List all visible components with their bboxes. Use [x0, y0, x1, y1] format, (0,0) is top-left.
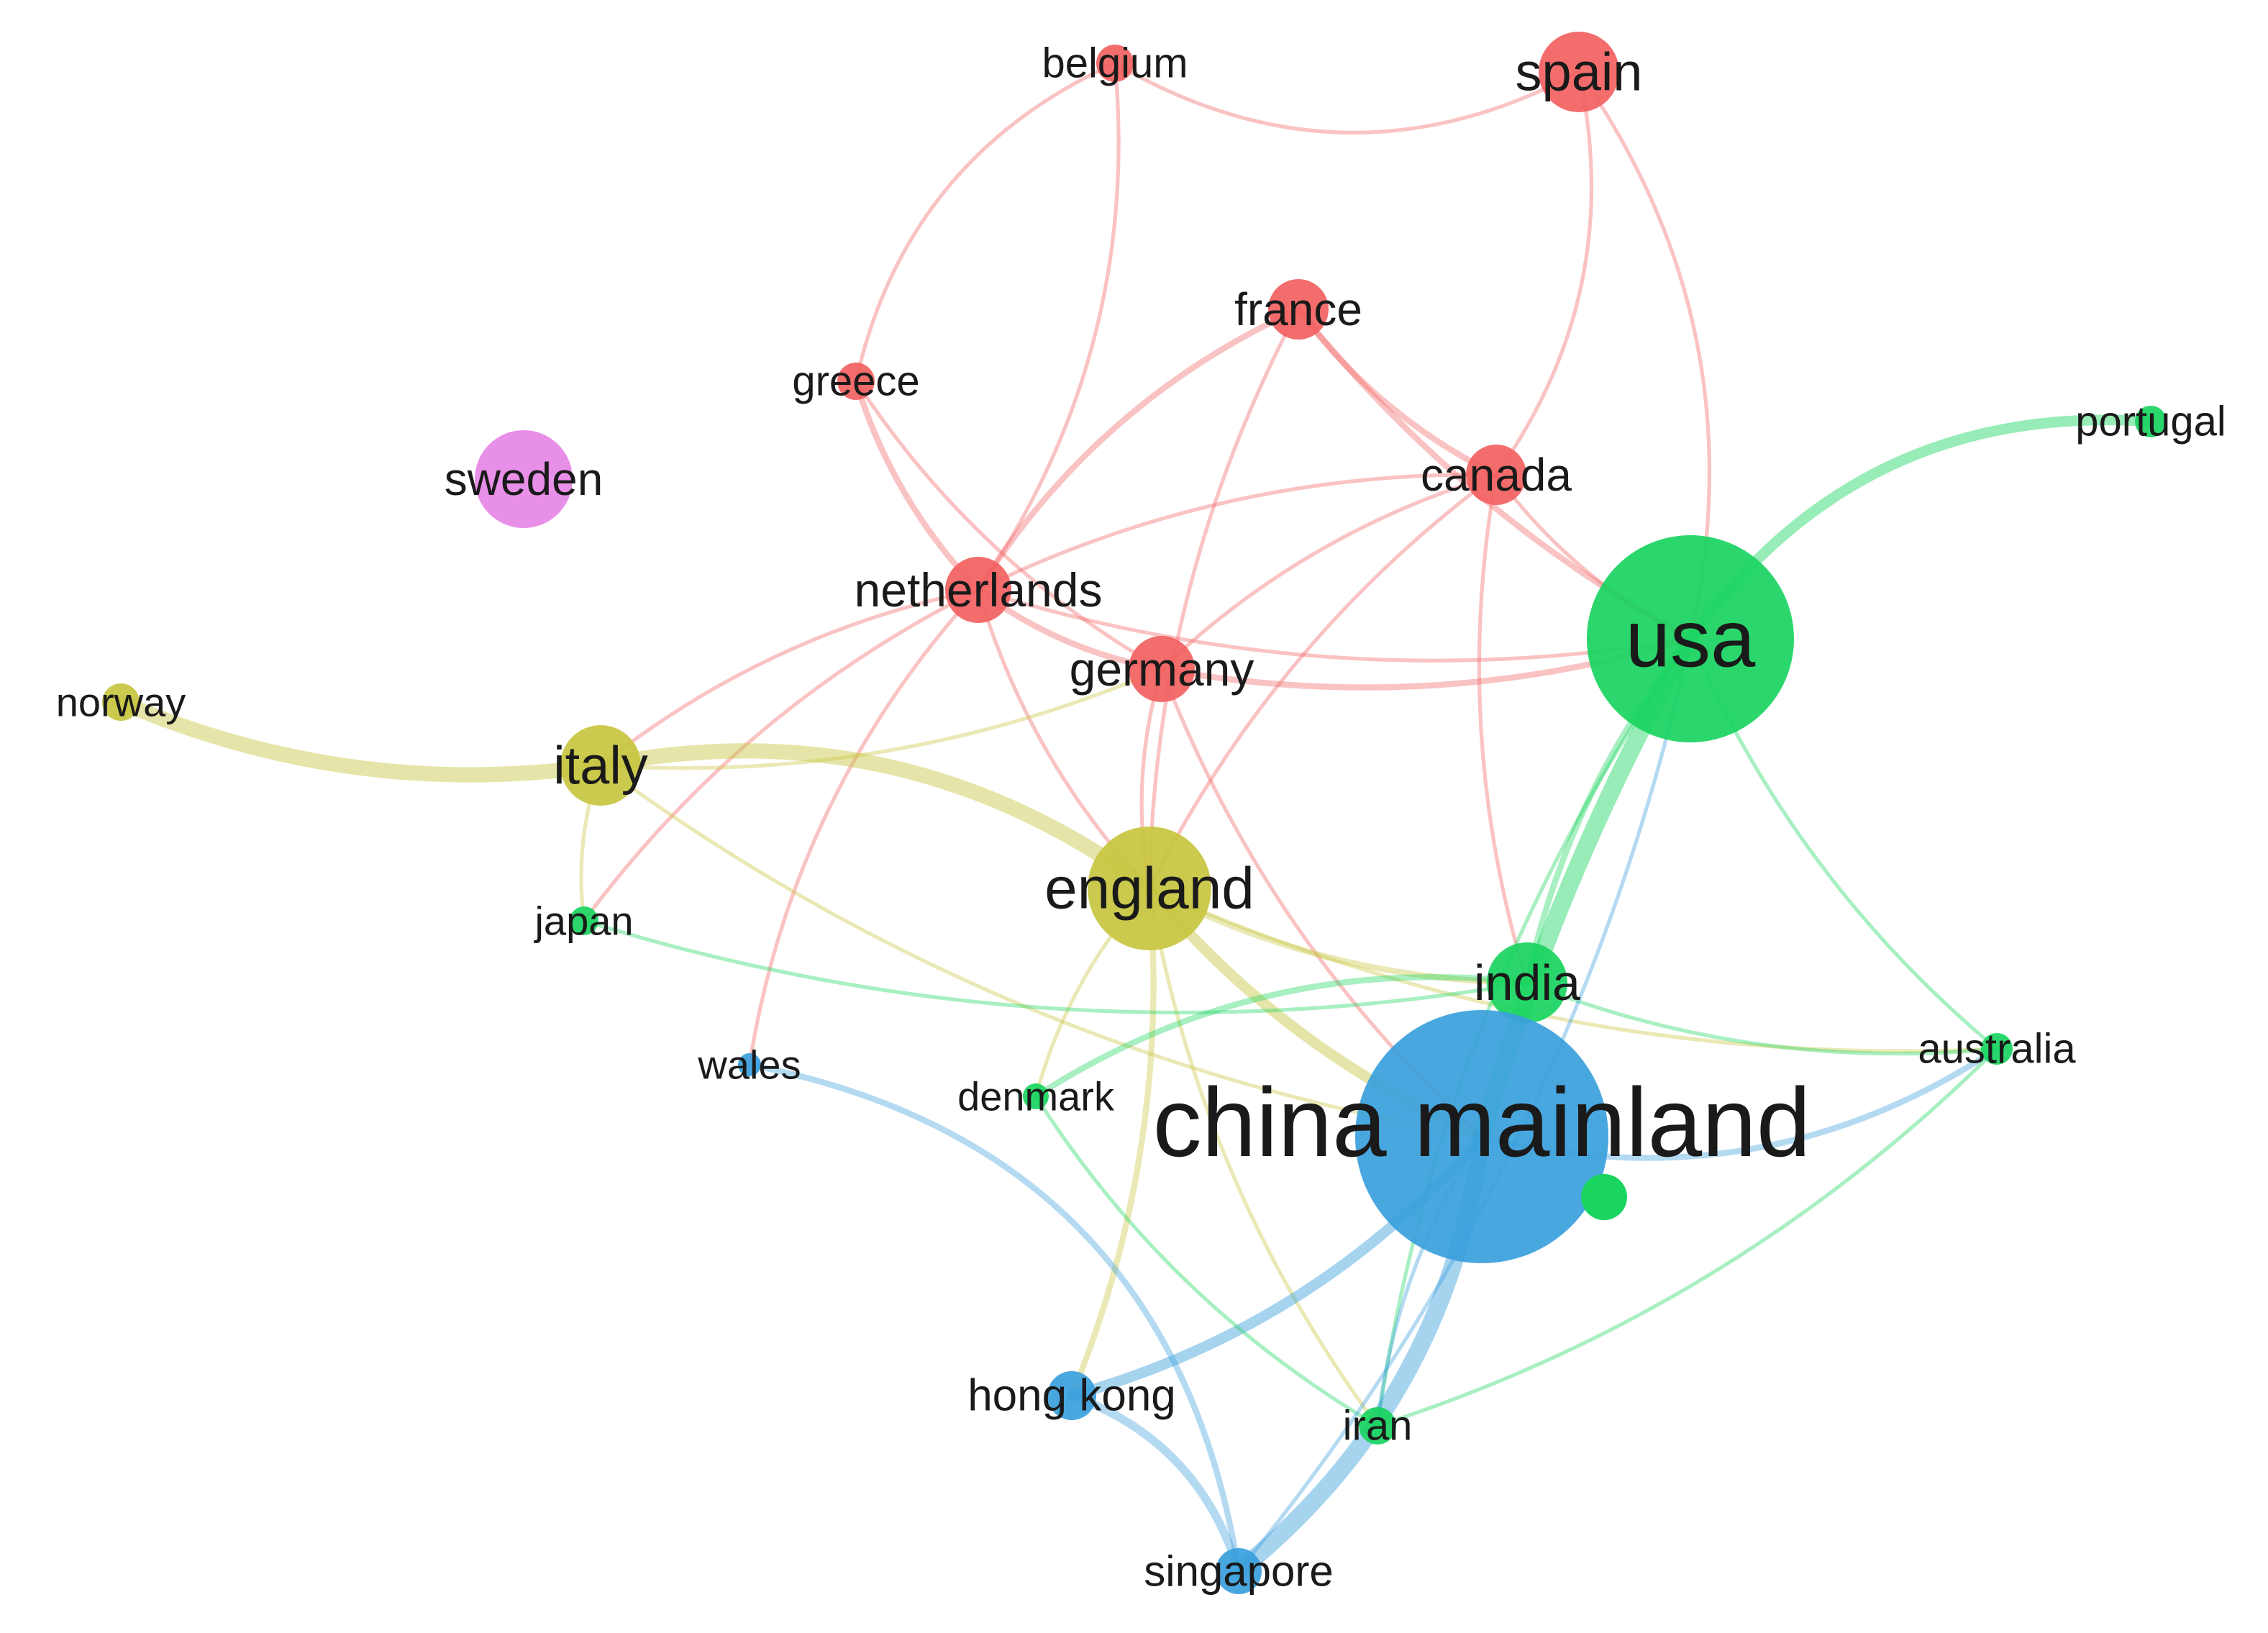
link-hongkong-singapore — [1067, 1391, 1243, 1575]
link-italy-germany — [598, 667, 1164, 770]
link-belgium-spain — [1113, 61, 1581, 135]
link-italy-england — [593, 743, 1157, 896]
links-layer — [113, 61, 2157, 1580]
nodes-layer — [102, 32, 2167, 1594]
node-label-china: china mainland — [1153, 1068, 1811, 1177]
node-italy[interactable] — [560, 725, 641, 806]
node-france[interactable] — [1268, 279, 1329, 340]
link-japan-india — [582, 919, 1529, 1015]
link-canada-india — [1477, 473, 1529, 985]
node-sweden[interactable] — [475, 430, 573, 528]
link-greece-netherlands — [852, 378, 982, 593]
link-canada-england — [1147, 473, 1498, 891]
node-germany[interactable] — [1129, 636, 1195, 702]
link-norway-italy — [113, 694, 609, 783]
node-label-japan: japan — [533, 899, 633, 944]
link-canada-netherlands — [976, 473, 1498, 592]
node-label-singapore: singapore — [1144, 1547, 1334, 1596]
node-england[interactable] — [1088, 827, 1211, 950]
link-england-hongkong — [1068, 885, 1157, 1399]
link-france-canada — [1295, 306, 1500, 478]
node-usa[interactable] — [1587, 535, 1794, 742]
link-netherlands-usa — [976, 588, 1693, 663]
link-iran-australia — [1375, 1047, 1999, 1428]
link-denmark-iran — [1034, 1094, 1380, 1428]
node-portugal[interactable] — [2135, 406, 2167, 437]
node-label-usa: usa — [1626, 594, 1756, 684]
node-label-sweden: sweden — [445, 453, 604, 505]
link-france-netherlands — [975, 306, 1302, 593]
link-netherlands-japan — [582, 588, 980, 923]
link-england-iran — [1147, 886, 1380, 1428]
link-belgium-netherlands — [976, 61, 1121, 592]
link-italy-china — [598, 763, 1484, 1139]
node-wales[interactable] — [738, 1053, 761, 1076]
link-spain-canada — [1494, 70, 1594, 477]
node-label-spain: spain — [1516, 42, 1643, 102]
node-hongkong[interactable] — [1047, 1371, 1096, 1420]
labels-layer: belgium spain france greece canada netherland… — [56, 40, 2226, 1596]
node-label-italy: italy — [553, 736, 648, 796]
node-label-germany: germany — [1070, 642, 1254, 696]
link-england-australia — [1147, 886, 1999, 1053]
node-denmark[interactable] — [1023, 1083, 1049, 1109]
link-wales-singapore — [746, 1061, 1242, 1575]
node-iran[interactable] — [1359, 1407, 1396, 1445]
node-norway[interactable] — [102, 683, 140, 721]
node-label-australia: australia — [1918, 1026, 2076, 1073]
link-belgium-greece — [854, 61, 1117, 383]
node-netherlands[interactable] — [945, 557, 1011, 623]
link-greece-germany — [854, 379, 1164, 671]
link-netherlands-wales — [747, 588, 980, 1067]
node-spain[interactable] — [1539, 32, 1619, 112]
node-label-portugal: portugal — [2075, 399, 2226, 445]
node-japan[interactable] — [570, 906, 598, 935]
node-india[interactable] — [1487, 942, 1567, 1023]
node-label-norway: norway — [56, 680, 186, 725]
link-france-england — [1147, 307, 1301, 891]
link-india-australia — [1525, 981, 1999, 1056]
node-label-wales: wales — [697, 1042, 801, 1088]
link-netherlands-italy — [598, 588, 980, 768]
node-canada[interactable] — [1466, 445, 1526, 505]
link-canada-germany — [1160, 473, 1498, 671]
node-belgium[interactable] — [1096, 45, 1134, 82]
node-australia[interactable] — [1981, 1033, 2013, 1065]
node-singapore[interactable] — [1216, 1548, 1262, 1594]
node-china[interactable] — [1355, 1010, 1608, 1263]
node-label-iran: iran — [1343, 1403, 1413, 1450]
node-label-canada: canada — [1421, 449, 1572, 501]
node-greece[interactable] — [837, 363, 875, 400]
node-label-france: france — [1234, 283, 1362, 335]
link-india-denmark — [1032, 973, 1531, 1100]
node-label-hongkong: hong kong — [967, 1371, 1176, 1421]
node-label-england: england — [1044, 856, 1254, 922]
node-label-denmark: denmark — [957, 1074, 1115, 1119]
node-label-india: india — [1474, 955, 1580, 1011]
node-label-greece: greece — [792, 358, 919, 405]
node-label-belgium: belgium — [1042, 40, 1188, 87]
node-label-netherlands: netherlands — [855, 563, 1103, 617]
node-unlabeled-marker — [1581, 1174, 1627, 1220]
